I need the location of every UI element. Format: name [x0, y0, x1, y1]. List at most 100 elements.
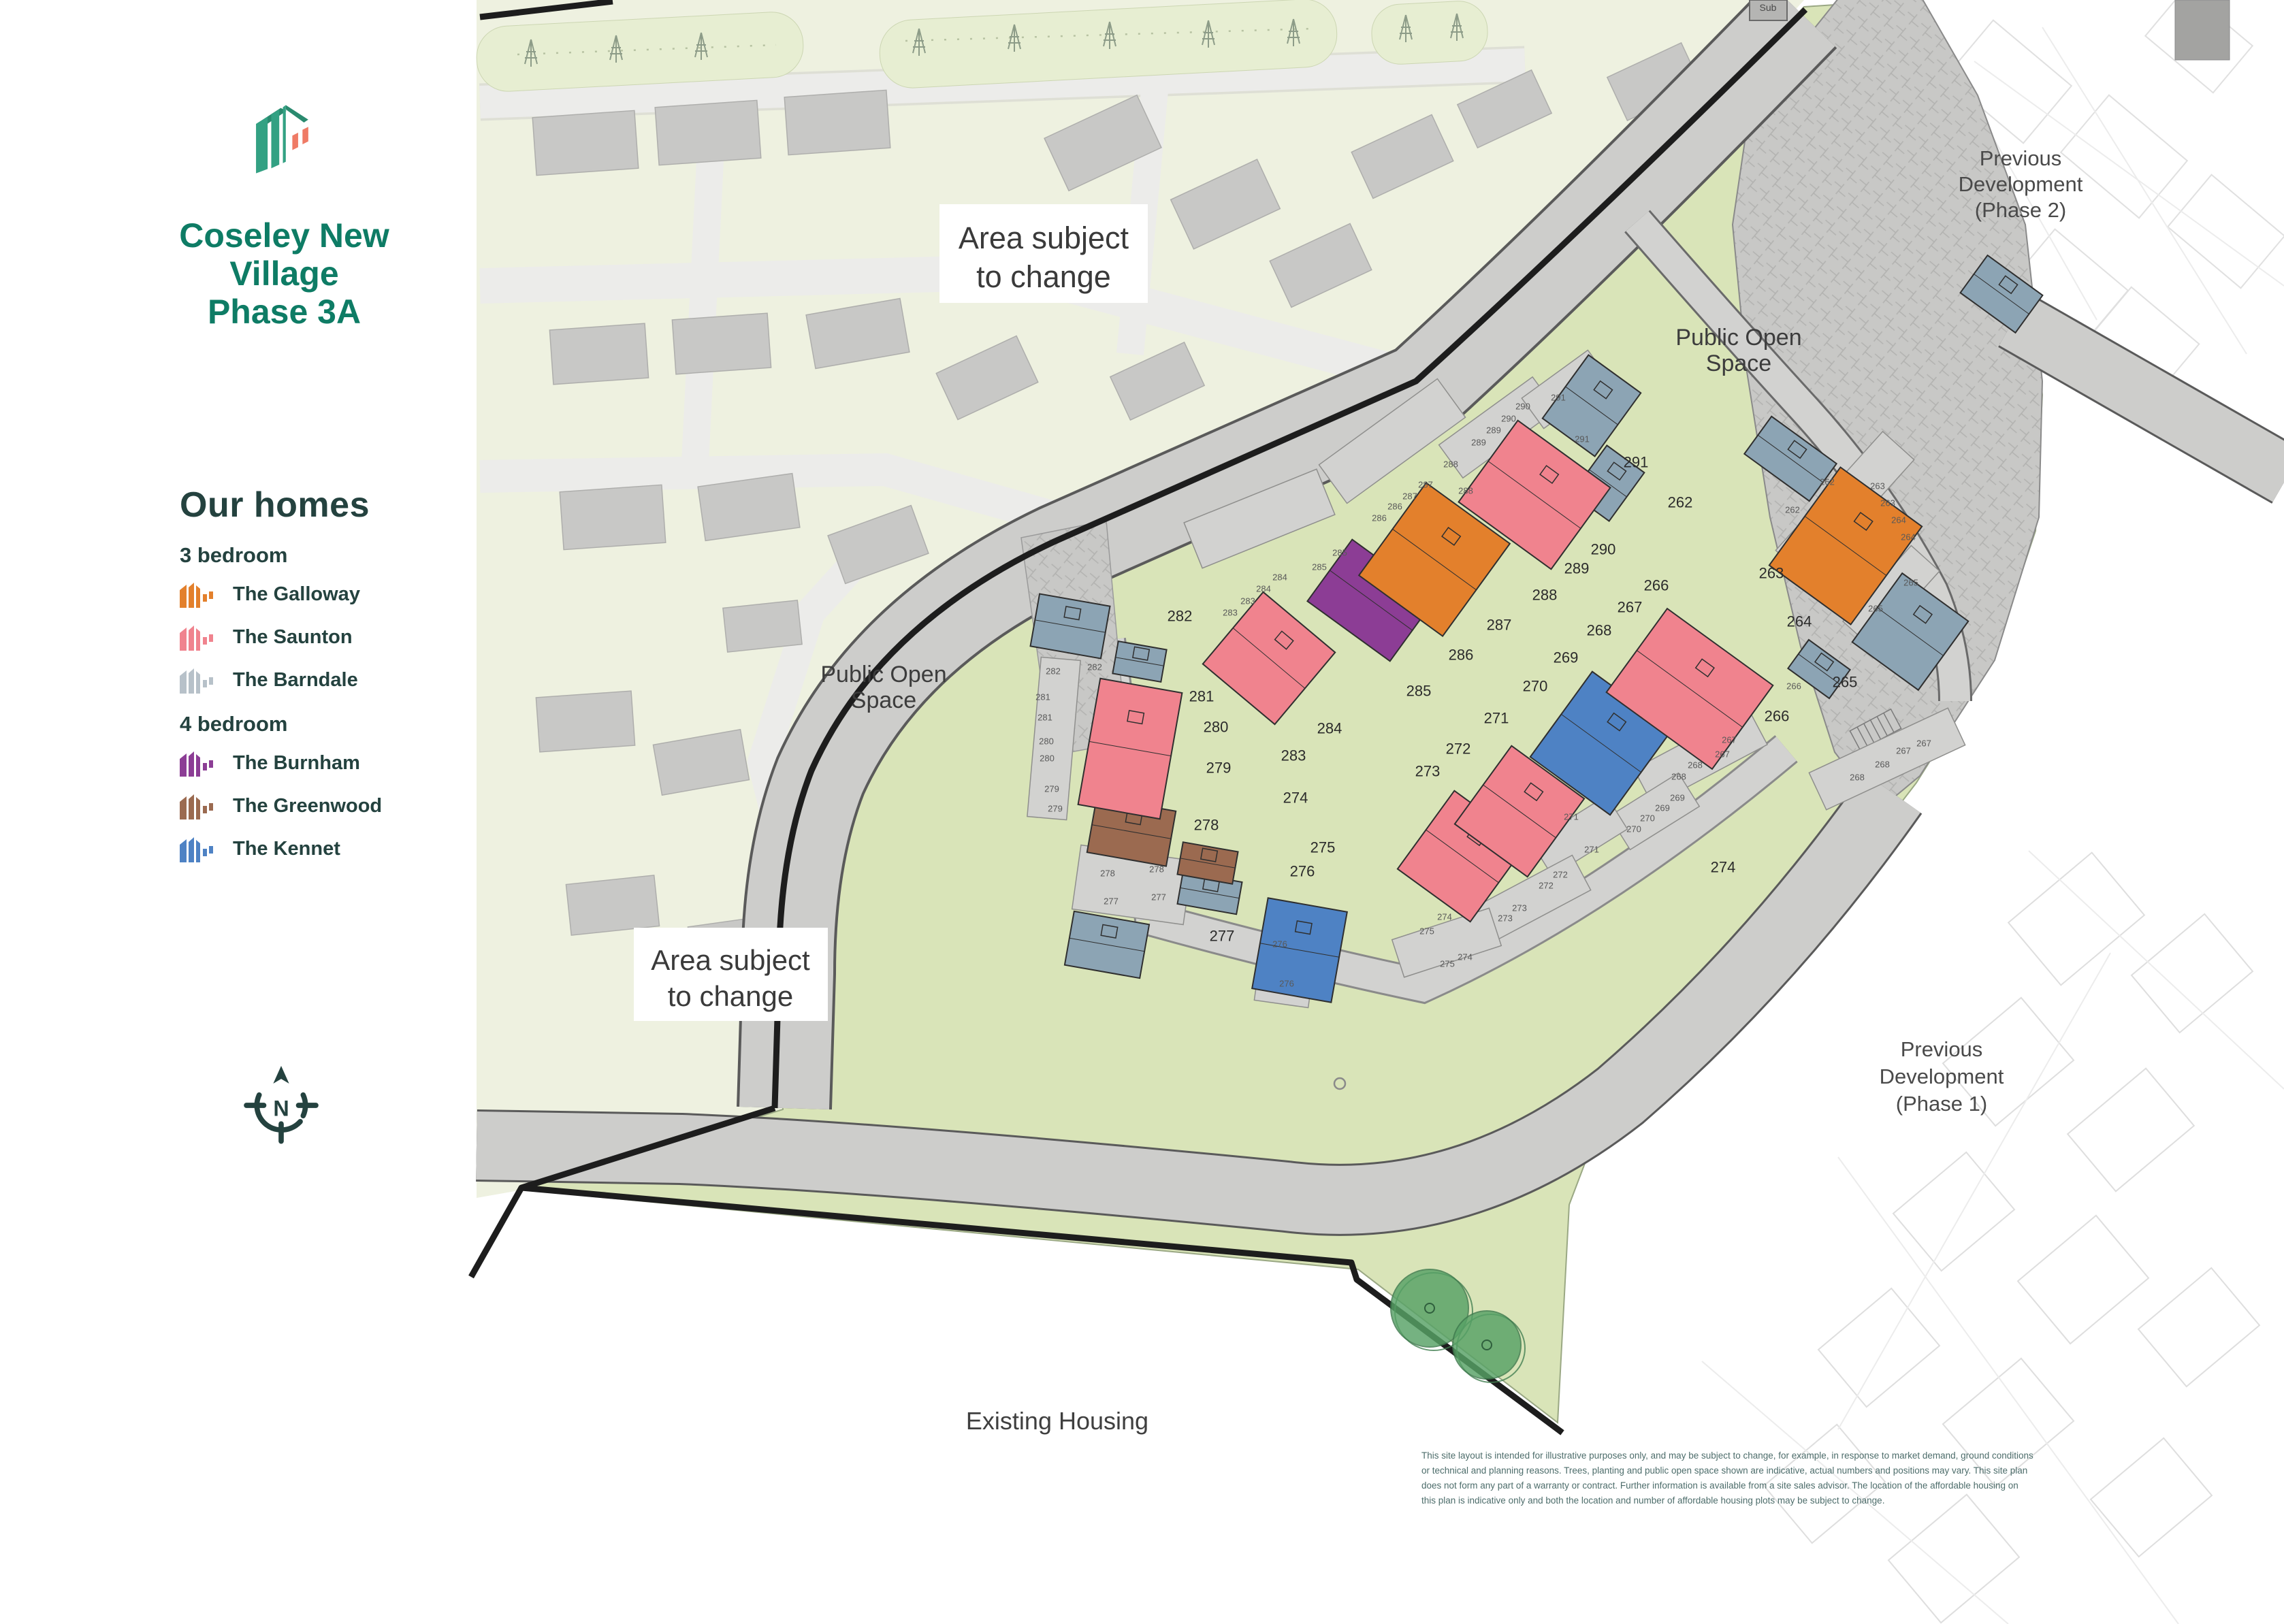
building-barndale: [1063, 910, 1151, 979]
planting-verges: [476, 0, 1488, 92]
plot-number: 263: [1759, 565, 1784, 582]
driveway-plot-number: 265: [1868, 604, 1883, 614]
plot-number: 280: [1204, 719, 1229, 736]
ghost-building-outline: [2007, 851, 2146, 986]
house-type-icon: [180, 581, 215, 608]
building-galloway: [1357, 481, 1511, 638]
ghost-building-outline: [1763, 1423, 1886, 1544]
ghost-building-outline: [1942, 996, 2075, 1127]
building-barndale: [1743, 415, 1838, 502]
compass-north-label: N: [273, 1096, 289, 1120]
legend-item-the-greenwood: The Greenwood: [180, 792, 466, 820]
plot-number: 276: [1290, 863, 1315, 880]
ghost-building-outline: [2130, 913, 2254, 1034]
driveway-plot-number: 272: [1539, 881, 1554, 891]
plot-number: 271: [1484, 710, 1509, 727]
building-saunton: [1458, 419, 1611, 570]
building-barndale: [1541, 354, 1642, 457]
building-saunton: [1453, 745, 1586, 878]
faded-building: [1456, 69, 1553, 149]
driveway-plot-number: 267: [1896, 746, 1911, 756]
driveway-plot-number: 281: [1038, 713, 1052, 723]
driveway-plot-number: 268: [1688, 760, 1703, 770]
driveway-plot-number: 269: [1655, 803, 1670, 813]
building-kennet: [1251, 897, 1348, 1003]
building-galloway: [1768, 466, 1923, 626]
driveway-plot-number: 277: [1151, 892, 1166, 903]
driveway-plot-number: 280: [1039, 736, 1054, 747]
parking-strip: [1027, 656, 1081, 821]
building-barndale: [1029, 593, 1111, 660]
house-type-icon: [180, 835, 215, 862]
plot-number: 285: [1406, 683, 1432, 700]
plot-number: 289: [1564, 560, 1590, 577]
plot-number: 283: [1281, 747, 1306, 764]
developer-logo: [256, 105, 308, 174]
existing-housing-label: Existing Housing: [966, 1407, 1148, 1435]
driveway-plot-number: 278: [1100, 868, 1115, 879]
conifer-tree-icon: [694, 32, 708, 60]
plot-number: 273: [1415, 763, 1441, 780]
house-type-icon: [180, 666, 215, 694]
driveway-plot-number: 290: [1515, 402, 1530, 412]
previous-development-1-text: Development: [1880, 1065, 2004, 1088]
ghost-building-outline: [2166, 174, 2284, 289]
building-saunton: [1605, 607, 1774, 770]
substation-label: Sub: [1760, 2, 1777, 13]
roads: [476, 0, 2284, 1236]
house-type-name: The Greenwood: [233, 794, 383, 817]
driveway-plot-number: 270: [1640, 813, 1655, 824]
conifer-tree-icon: [1202, 20, 1215, 48]
faded-building: [935, 335, 1039, 421]
house-type-icon: [180, 749, 215, 777]
building-barndale: [1851, 572, 1969, 692]
public-open-space-right-text: Space: [1706, 351, 1771, 376]
conifer-tree-icon: [1450, 13, 1464, 41]
faded-building: [652, 728, 750, 796]
ghost-building-outline: [1942, 1357, 2075, 1488]
driveway-plot-number: 264: [1901, 532, 1916, 542]
north-compass: N: [244, 1061, 319, 1144]
legend-item-the-galloway: The Galloway: [180, 580, 466, 608]
building-greenwood: [1176, 841, 1239, 885]
faded-building: [805, 297, 910, 370]
driveway-plot-number: 263: [1870, 481, 1885, 491]
legend-item-the-burnham: The Burnham: [180, 749, 466, 777]
ghost-building-outline: [2016, 1214, 2150, 1345]
house-type-name: The Burnham: [233, 751, 360, 774]
plot-number: 279: [1206, 760, 1232, 777]
plot-number: 274: [1711, 859, 1736, 876]
legend-item-the-barndale: The Barndale: [180, 666, 466, 694]
plot-number: 265: [1833, 674, 1858, 691]
plot-number: 288: [1532, 587, 1558, 604]
plot-number: 262: [1668, 494, 1693, 511]
driveway-plot-number: 273: [1498, 913, 1513, 924]
driveway-plot-number: 282: [1087, 662, 1102, 672]
disclaimer-line: or technical and planning reasons. Trees…: [1421, 1465, 2028, 1476]
driveway-plot-number: 278: [1149, 864, 1164, 875]
tree-trunk: [1481, 1339, 1492, 1350]
area-change-2-text: to change: [668, 980, 794, 1012]
house-type-name: The Saunton: [233, 626, 353, 648]
plot-number: 282: [1168, 608, 1193, 625]
house-type-name: The Barndale: [233, 668, 358, 691]
driveway-plot-number: 269: [1670, 793, 1685, 803]
development-title-line2: Phase 3A: [207, 293, 361, 331]
driveway-plot-number: 289: [1471, 438, 1486, 448]
plot-numbers-large: 2622632642652662662672682692702712722732…: [1168, 454, 1858, 945]
plot-number: 272: [1446, 741, 1471, 758]
faded-building: [671, 312, 772, 375]
faded-building: [1269, 223, 1372, 308]
area-change-2-box: [634, 928, 828, 1021]
legend-bedroom-label: 4 bedroom: [180, 712, 288, 736]
ghost-building-outline: [1817, 1287, 1941, 1408]
previous-development-2-text: Previous: [1980, 146, 2062, 170]
parking-strip: [1391, 907, 1502, 978]
road-marking: [1333, 1077, 1347, 1090]
